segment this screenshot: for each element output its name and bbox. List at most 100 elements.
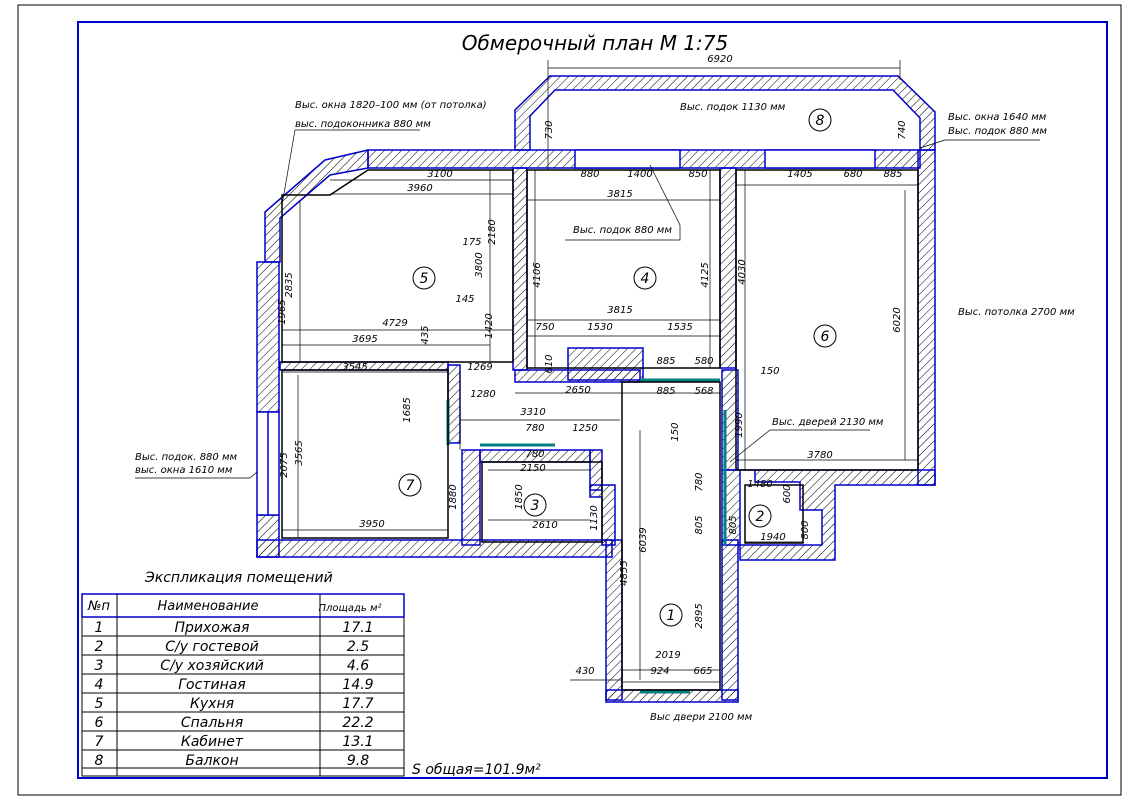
dim-850: 850 — [688, 169, 707, 180]
dim-3545: 3545 — [342, 362, 367, 373]
dim-805-b: 805 — [728, 515, 739, 534]
room-number-4: 4 — [641, 271, 650, 287]
dim-740: 740 — [897, 120, 908, 139]
inner-frame — [77, 21, 1108, 779]
table-row-7-num: 7 — [95, 734, 104, 750]
table-header-num: №п — [87, 599, 111, 614]
room-number-6: 6 — [821, 329, 830, 345]
note-office-window: выс. окна 1610 мм — [135, 465, 233, 476]
dim-1405: 1405 — [787, 169, 812, 180]
dim-3310: 3310 — [520, 407, 545, 418]
dim-730: 730 — [544, 120, 555, 139]
dim-6039: 6039 — [638, 527, 649, 552]
dim-150-b: 150 — [670, 422, 681, 441]
table-row-6-num: 6 — [95, 715, 104, 731]
leader-lines — [135, 129, 1040, 479]
table-row-3-name: С/у хозяйский — [160, 658, 263, 674]
dim-580: 580 — [694, 356, 713, 367]
dim-1400: 1400 — [627, 169, 652, 180]
dim-880: 880 — [580, 169, 599, 180]
table-row-8-name: Балкон — [185, 753, 238, 769]
table-row-4-area: 14.9 — [342, 677, 373, 693]
dim-1535: 1535 — [667, 322, 692, 333]
dim-1990: 1990 — [734, 412, 745, 437]
explication-title: Экспликация помещений — [144, 570, 333, 586]
dim-610: 610 — [544, 354, 555, 373]
dim-1480: 1480 — [747, 479, 772, 490]
table-header-name: Наименование — [157, 599, 258, 614]
dim-3780: 3780 — [807, 450, 832, 461]
table-row-5-num: 5 — [95, 696, 104, 712]
dim-780-a: 780 — [525, 423, 544, 434]
dim-665: 665 — [693, 666, 712, 677]
outer-frame — [17, 4, 1122, 796]
dim-600: 600 — [782, 484, 793, 503]
windows — [256, 149, 876, 516]
note-entry-door: Выс двери 2100 мм — [650, 712, 753, 723]
dim-4855: 4855 — [619, 560, 630, 585]
dim-2610: 2610 — [532, 520, 557, 531]
table-header-area: Площадь м² — [318, 603, 381, 614]
dim-4030: 4030 — [737, 259, 748, 284]
dimension-texts: 6920 3100 3960 880 1400 850 1405 680 885… — [277, 54, 908, 677]
dim-3695: 3695 — [352, 334, 377, 345]
dim-3800: 3800 — [474, 252, 485, 277]
dim-1130: 1130 — [589, 505, 600, 530]
dim-3100: 3100 — [427, 169, 452, 180]
dim-750: 750 — [535, 322, 554, 333]
dim-924: 924 — [650, 666, 669, 677]
table-row-1-num: 1 — [95, 620, 104, 636]
dim-2835: 2835 — [284, 272, 295, 297]
note-window-right-2: Выс. подок 880 мм — [948, 126, 1047, 137]
table-row-7-name: Кабинет — [181, 734, 244, 750]
dim-2150: 2150 — [520, 463, 545, 474]
dim-2650: 2650 — [565, 385, 590, 396]
table-row-2-name: С/у гостевой — [165, 639, 259, 655]
dim-780-b: 780 — [525, 449, 544, 460]
table-row-4-name: Гостиная — [178, 677, 245, 693]
dim-1850: 1850 — [514, 484, 525, 509]
note-ceiling: Выс. потолка 2700 мм — [958, 307, 1075, 318]
note-window-right-1: Выс. окна 1640 мм — [948, 112, 1047, 123]
dim-6020: 6020 — [892, 307, 903, 332]
table-row-3-area: 4.6 — [347, 658, 369, 674]
dim-1420: 1420 — [484, 313, 495, 338]
dim-1280: 1280 — [470, 389, 495, 400]
room-number-1: 1 — [667, 608, 676, 624]
dim-4125: 4125 — [700, 262, 711, 287]
dim-885-b: 885 — [656, 356, 675, 367]
room-number-2: 2 — [756, 509, 765, 525]
dim-885: 885 — [883, 169, 902, 180]
room-number-5: 5 — [420, 271, 429, 287]
table-row-7-area: 13.1 — [342, 734, 373, 750]
dim-4729: 4729 — [382, 318, 407, 329]
dim-1880: 1880 — [448, 484, 459, 509]
table-row-5-name: Кухня — [190, 696, 234, 712]
dim-2019: 2019 — [655, 650, 680, 661]
dim-145: 145 — [455, 294, 474, 305]
dim-175: 175 — [462, 237, 481, 248]
table-row-5-area: 17.7 — [342, 696, 373, 712]
dim-1250: 1250 — [572, 423, 597, 434]
table-row-2-area: 2.5 — [347, 639, 369, 655]
dim-1685: 1685 — [402, 397, 413, 422]
dim-3565: 3565 — [294, 440, 305, 465]
table-row-1-name: Прихожая — [175, 620, 250, 636]
table-row-4-num: 4 — [95, 677, 104, 693]
table-row-1-area: 17.1 — [342, 620, 373, 636]
dim-780-c: 780 — [694, 472, 705, 491]
room-number-3: 3 — [531, 498, 540, 514]
explication-table — [81, 593, 405, 777]
room-number-8: 8 — [816, 113, 825, 129]
dim-1965: 1965 — [277, 299, 288, 324]
dim-3960: 3960 — [407, 183, 432, 194]
table-row-6-area: 22.2 — [342, 715, 373, 731]
dim-1530: 1530 — [587, 322, 612, 333]
room-markers — [398, 108, 837, 627]
table-row-2-num: 2 — [95, 639, 104, 655]
dim-430: 430 — [575, 666, 594, 677]
note-living-sill: Выс. подок 880 мм — [573, 225, 672, 236]
dimension-lines — [282, 60, 918, 683]
dim-800: 800 — [800, 520, 811, 539]
